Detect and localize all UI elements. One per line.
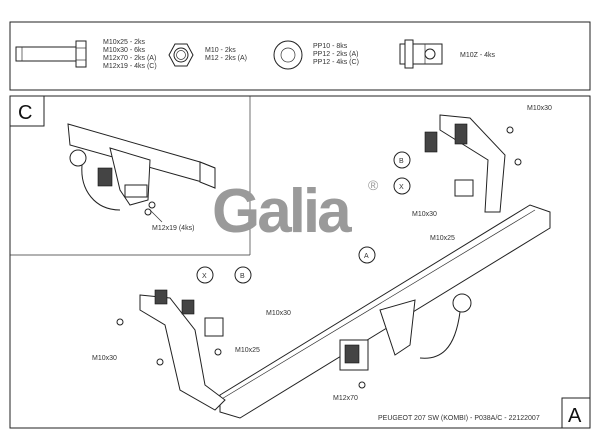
legend-washer-2: PP12 - 2ks (A) bbox=[313, 51, 359, 58]
legend-washer-1: PP10 - 8ks bbox=[313, 43, 348, 50]
leader bbox=[149, 209, 163, 223]
sheet-label-box bbox=[561, 397, 591, 429]
callout-right-m10x25: M10x25 bbox=[430, 235, 455, 242]
main-drawing-frame bbox=[9, 95, 591, 429]
callout-right-b: B bbox=[399, 158, 404, 165]
legend-clip: M10Z - 4ks bbox=[460, 52, 496, 59]
detail-c-label: C bbox=[18, 102, 32, 124]
callout-left-b: B bbox=[240, 273, 245, 280]
legend-bolt-4: M12x19 - 4ks (C) bbox=[103, 63, 157, 70]
callout-center-a: A bbox=[364, 253, 369, 260]
legend-bolt-3: M12x70 - 2ks (A) bbox=[103, 55, 156, 62]
galia-logo: Galia ® bbox=[212, 177, 379, 246]
legend-washer-3: PP12 - 4ks (C) bbox=[313, 59, 359, 66]
clip-nut-icon bbox=[399, 39, 443, 69]
callout-bubble-x-right bbox=[393, 177, 411, 195]
nut-icon bbox=[168, 43, 194, 67]
callout-left-x: X bbox=[202, 273, 207, 280]
detail-c-hitch-sketch bbox=[67, 123, 216, 216]
legend-nut-1: M10 - 2ks bbox=[205, 47, 236, 54]
detail-c-label-box bbox=[9, 95, 45, 127]
sheet-label: A bbox=[568, 405, 582, 427]
callout-right-m10x30: M10x30 bbox=[412, 211, 437, 218]
legend-bolt-2: M10x30 - 6ks bbox=[103, 47, 146, 54]
towbar-main-sketch bbox=[116, 114, 551, 419]
detail-c-callout: M12x19 (4ks) bbox=[152, 225, 194, 232]
callout-bubble-b-right bbox=[393, 151, 411, 169]
legend-bolt-1: M10x25 - 2ks bbox=[103, 39, 146, 46]
callout-left-m10x30-right: M10x30 bbox=[266, 310, 291, 317]
callout-bubble-x-left bbox=[196, 266, 214, 284]
callout-right-x: X bbox=[399, 184, 404, 191]
svg-text:Galia: Galia bbox=[212, 177, 352, 246]
callout-bubble-b-left bbox=[234, 266, 252, 284]
callout-left-m10x30: M10x30 bbox=[92, 355, 117, 362]
legend-nut-2: M12 - 2ks (A) bbox=[205, 55, 247, 62]
callout-bubble-a bbox=[358, 246, 376, 264]
title-caption: PEUGEOT 207 SW (KOMBI) - P038A/C - 22122… bbox=[378, 415, 540, 422]
callout-ball-m12x70: M12x70 bbox=[333, 395, 358, 402]
callout-left-m10x25: M10x25 bbox=[235, 347, 260, 354]
washer-icon bbox=[273, 40, 303, 70]
svg-text:®: ® bbox=[368, 177, 379, 193]
callout-right-top-bolt: M10x30 bbox=[527, 105, 552, 112]
parts-legend-frame bbox=[9, 21, 591, 91]
bolt-icon bbox=[15, 40, 87, 68]
